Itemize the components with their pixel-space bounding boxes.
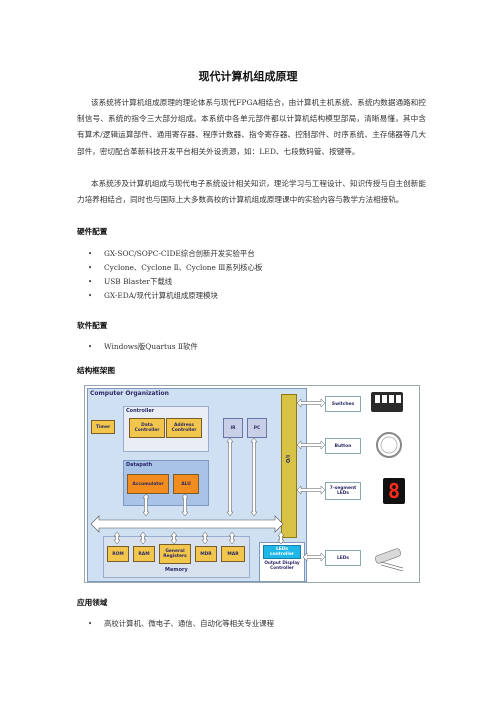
registers-bus-arrow [170,531,178,545]
list-item: •高校计算机、微电子、通信、自动化等相关专业课程 [88,617,274,631]
rom-block: ROM [107,546,129,562]
list-item: •GX-SOC/SOPC-CIDE综合创新开发实验平台 [88,247,262,261]
button-io-arrow [296,440,326,450]
accumulator-block: Accumulator [127,474,169,494]
list-item: •Cyclone、Cyclone Ⅱ、Cyclone Ⅲ系列核心板 [88,261,262,275]
leds-controller-block: LEDs controller [263,545,301,559]
hardware-heading: 硬件配置 [77,227,108,236]
intro-paragraph: 该系统将计算机组成原理的理论体系与现代FPGA相结合，由计算机主机系统、系统内数… [77,98,426,156]
data-controller-block: Data Controller [129,418,165,438]
scope-paragraph: 本系统涉及计算机组成与现代电子系统设计相关知识，理论学习与工程设计、知识传授与自… [77,179,426,205]
bullet-icon: • [88,278,93,286]
ir-block: IR [223,418,243,438]
bullet-icon: • [88,292,93,300]
alu-bus-arrow [181,493,189,517]
application-list: •高校计算机、微电子、通信、自动化等相关专业课程 [88,617,274,631]
ram-bus-arrow [139,531,147,545]
mdr-block: MDR [195,546,217,562]
hardware-list: •GX-SOC/SOPC-CIDE综合创新开发实验平台 •Cyclone、Cyc… [88,247,262,303]
leds-block: LEDs [325,550,361,566]
output-bus-arrow [277,531,285,545]
output-display-controller-label: Output Display Controller [264,560,300,570]
rom-bus-arrow [113,531,121,545]
list-item: •Windows版Quartus Ⅱ软件 [88,340,198,354]
pc-bus-arrow [250,437,258,517]
bullet-icon: • [88,250,93,258]
software-heading: 软件配置 [77,321,108,330]
diagram-title: Computer Organization [90,390,169,397]
seven-segment-display: 8 [383,478,405,504]
bullet-icon: • [88,343,93,351]
application-heading: 应用领域 [77,598,108,607]
timer-block: Timer [91,420,115,434]
button-picture [376,432,402,458]
mar-block: MAR [221,546,245,562]
bullet-icon: • [88,620,93,628]
alu-block: ALU [173,474,199,494]
accumulator-bus-arrow [142,493,150,517]
ram-block: RAM [133,546,155,562]
list-item: •USB Blaster下载线 [88,275,262,289]
switches-picture [371,392,403,412]
system-bus-arrow [90,515,284,533]
button-block: Button [325,438,361,454]
io-bus [281,394,297,538]
bullet-icon: • [88,264,93,272]
led-picture [374,548,404,572]
general-registers-block: General Registers [159,544,191,564]
pc-block: PC [247,418,267,438]
page-title: 现代计算机组成原理 [198,70,298,83]
address-controller-block: Address Controller [166,418,202,438]
switches-io-arrow [296,398,326,408]
mar-bus-arrow [228,531,236,545]
mdr-bus-arrow [201,531,209,545]
ir-bus-arrow [226,437,234,517]
leds-io-arrow [302,552,326,562]
seven-segment-block: 7-segment LEDs [325,482,361,500]
controller-label: Controller [126,408,155,414]
list-item: •GX-EDA/现代计算机组成原理模块 [88,289,262,303]
computer-organization-diagram: Computer Organization Controller Datapat… [84,385,420,583]
seven-segment-io-arrow [296,485,326,495]
structure-heading: 结构框架图 [77,366,115,375]
software-list: •Windows版Quartus Ⅱ软件 [88,340,198,354]
diagram-connections [90,392,404,572]
seven-segment-digit: 8 [387,479,401,503]
datapath-label: Datapath [126,462,153,468]
memory-label: Memory [165,567,188,573]
switches-block: Switches [325,396,361,412]
